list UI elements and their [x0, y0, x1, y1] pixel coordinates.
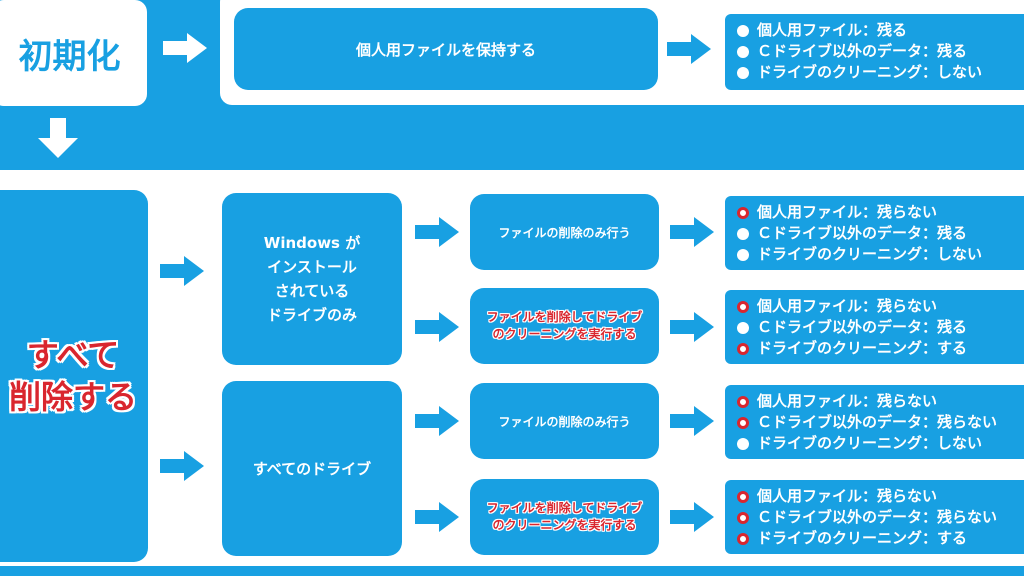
- arrow-right-icon: [415, 217, 459, 247]
- option-label: ファイルを削除してドライブ: [486, 310, 643, 324]
- arrow-right-icon: [670, 217, 714, 247]
- arrow-right-icon: [160, 451, 204, 481]
- title-reset: 初期化: [18, 36, 121, 77]
- branch-a-line: Windows が: [263, 234, 361, 252]
- branch-all-drives-box: すべてのドライブ: [222, 381, 402, 556]
- result-a1: 個人用ファイル：残らない Ｃドライブ以外のデータ：残る ドライブのクリーニング：…: [725, 196, 1024, 270]
- result-text: Ｃドライブ以外のデータ：残らない: [757, 413, 998, 431]
- result-text: ドライブのクリーニング：しない: [757, 63, 983, 81]
- delete-all-line2: 削除する: [8, 378, 137, 416]
- result-line: Ｃドライブ以外のデータ：残る: [737, 317, 1024, 338]
- branch-windows-drive-box: Windows が インストール されている ドライブのみ: [222, 193, 402, 365]
- ring-circle-icon: [737, 395, 749, 408]
- result-text: ドライブのクリーニング：する: [757, 529, 968, 547]
- ring-circle-icon: [737, 342, 749, 355]
- result-text: ドライブのクリーニング：する: [757, 339, 968, 357]
- filled-circle-icon: [737, 227, 749, 240]
- result-b2: 個人用ファイル：残らない Ｃドライブ以外のデータ：残らない ドライブのクリーニン…: [725, 480, 1024, 554]
- bottom-strip: [0, 566, 1024, 576]
- ring-circle-icon: [737, 532, 749, 545]
- result-text: Ｃドライブ以外のデータ：残る: [757, 42, 968, 60]
- arrow-right-icon: [415, 406, 459, 436]
- option-label: ファイルを削除してドライブ: [486, 501, 643, 515]
- title-reset-box: 初期化: [0, 0, 147, 106]
- result-text: Ｃドライブ以外のデータ：残る: [757, 224, 968, 242]
- arrow-right-icon: [670, 502, 714, 532]
- arrow-right-icon: [415, 312, 459, 342]
- option-delete-and-clean-b: ファイルを削除してドライブ のクリーニングを実行する: [470, 479, 659, 555]
- option-delete-and-clean-a: ファイルを削除してドライブ のクリーニングを実行する: [470, 288, 659, 364]
- delete-all-line1: すべて: [26, 336, 120, 374]
- result-line: 個人用ファイル：残らない: [737, 486, 1024, 507]
- result-line: 個人用ファイル：残らない: [737, 296, 1024, 317]
- ring-circle-icon: [737, 416, 749, 429]
- result-text: Ｃドライブ以外のデータ：残る: [757, 318, 968, 336]
- result-text: 個人用ファイル：残らない: [757, 487, 938, 505]
- result-line: ドライブのクリーニング：する: [737, 338, 1024, 359]
- arrow-right-icon: [415, 502, 459, 532]
- result-line: Ｃドライブ以外のデータ：残る: [737, 223, 1024, 244]
- delete-all-box: すべて 削除する: [0, 190, 148, 562]
- result-text: ドライブのクリーニング：しない: [757, 434, 983, 452]
- branch-a-line: ドライブのみ: [266, 306, 357, 324]
- ring-circle-icon: [737, 511, 749, 524]
- branch-a-line: インストール: [267, 258, 357, 276]
- result-line: ドライブのクリーニング：しない: [737, 62, 1024, 83]
- arrow-right-icon: [670, 406, 714, 436]
- result-line: Ｃドライブ以外のデータ：残らない: [737, 507, 1024, 528]
- option-label: のクリーニングを実行する: [492, 518, 637, 532]
- result-line: Ｃドライブ以外のデータ：残らない: [737, 412, 1024, 433]
- result-text: 個人用ファイル：残る: [757, 21, 908, 39]
- result-top: 個人用ファイル：残る Ｃドライブ以外のデータ：残る ドライブのクリーニング：しな…: [725, 14, 1024, 90]
- result-line: 個人用ファイル：残らない: [737, 202, 1024, 223]
- arrow-right-icon: [160, 256, 204, 286]
- result-text: 個人用ファイル：残らない: [757, 203, 938, 221]
- filled-circle-icon: [737, 437, 749, 450]
- result-a2: 個人用ファイル：残らない Ｃドライブ以外のデータ：残る ドライブのクリーニング：…: [725, 290, 1024, 364]
- result-text: ドライブのクリーニング：しない: [757, 245, 983, 263]
- option-delete-files-only-a: ファイルの削除のみ行う: [470, 194, 659, 270]
- arrow-right-icon: [163, 33, 207, 63]
- filled-circle-icon: [737, 45, 749, 58]
- result-text: 個人用ファイル：残らない: [757, 297, 938, 315]
- result-line: ドライブのクリーニング：しない: [737, 244, 1024, 265]
- ring-circle-icon: [737, 490, 749, 503]
- ring-circle-icon: [737, 206, 749, 219]
- result-line: ドライブのクリーニング：する: [737, 528, 1024, 549]
- ring-circle-icon: [737, 300, 749, 313]
- filled-circle-icon: [737, 321, 749, 334]
- result-line: 個人用ファイル：残る: [737, 20, 1024, 41]
- result-text: 個人用ファイル：残らない: [757, 392, 938, 410]
- result-line: ドライブのクリーニング：しない: [737, 433, 1024, 454]
- filled-circle-icon: [737, 66, 749, 79]
- option-keep-files: 個人用ファイルを保持する: [234, 8, 658, 90]
- arrow-down-icon: [38, 118, 78, 158]
- result-line: Ｃドライブ以外のデータ：残る: [737, 41, 1024, 62]
- filled-circle-icon: [737, 24, 749, 37]
- option-label: ファイルの削除のみ行う: [498, 414, 631, 429]
- arrow-right-icon: [667, 34, 711, 64]
- filled-circle-icon: [737, 248, 749, 261]
- arrow-right-icon: [670, 312, 714, 342]
- result-line: 個人用ファイル：残らない: [737, 391, 1024, 412]
- option-label: ファイルの削除のみ行う: [498, 225, 631, 240]
- option-delete-files-only-b: ファイルの削除のみ行う: [470, 383, 659, 459]
- result-b1: 個人用ファイル：残らない Ｃドライブ以外のデータ：残らない ドライブのクリーニン…: [725, 385, 1024, 459]
- branch-b-label: すべてのドライブ: [252, 460, 372, 478]
- option-keep-files-label: 個人用ファイルを保持する: [355, 40, 536, 59]
- option-label: のクリーニングを実行する: [492, 327, 637, 341]
- result-text: Ｃドライブ以外のデータ：残らない: [757, 508, 998, 526]
- branch-a-line: されている: [274, 282, 350, 300]
